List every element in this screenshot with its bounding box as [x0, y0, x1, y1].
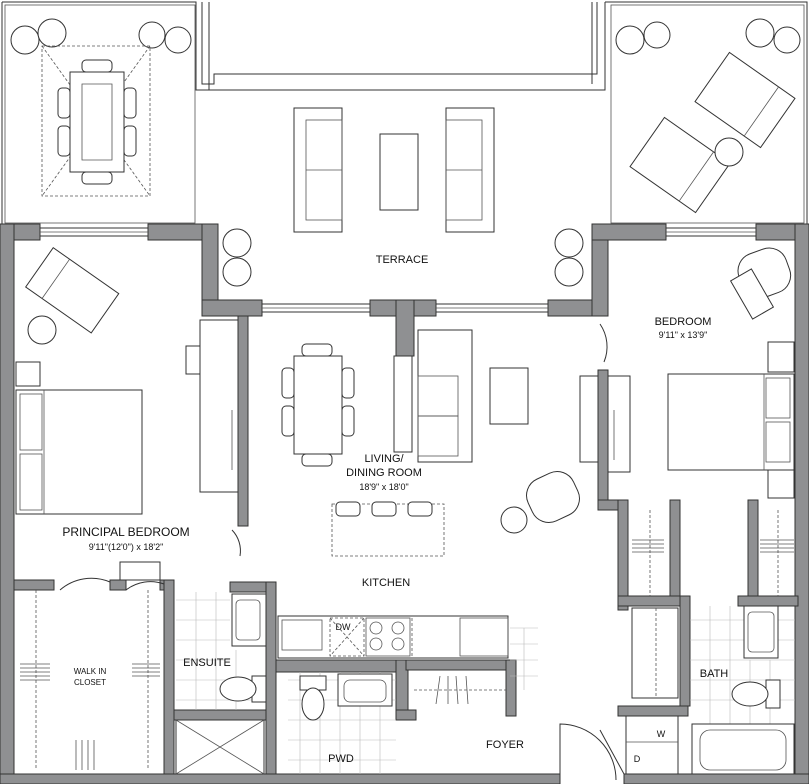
living-label: LIVING/ [364, 453, 404, 465]
washer-label: W [657, 729, 666, 739]
dishwasher-label: DW [336, 622, 351, 632]
bath-label: BATH [700, 668, 729, 680]
dryer-label: D [634, 754, 641, 764]
windows [39, 227, 757, 313]
foyer-closet [414, 675, 625, 781]
principal-bedroom-furniture [15, 247, 239, 581]
living-dining-furniture [281, 329, 580, 557]
ensuite-label: ENSUITE [183, 657, 231, 669]
kitchen-label: KITCHEN [362, 577, 410, 589]
walls [0, 223, 809, 784]
terrace-furniture [10, 18, 801, 287]
dining-label: DINING ROOM [346, 467, 422, 479]
pwd-label: PWD [328, 753, 354, 765]
ensuite-fixtures [175, 592, 267, 775]
bedroom-furniture [579, 247, 795, 499]
living-dims: 18'9" x 18'0" [359, 482, 408, 492]
room-labels: TERRACE LIVING/ DINING ROOM 18'9" x 18'0… [62, 254, 728, 765]
pwd-fixtures [288, 672, 396, 774]
walk-in-closet [20, 590, 160, 770]
bedroom-dims: 9'11" x 13'9" [659, 330, 708, 340]
walkin-label-2: CLOSET [74, 678, 106, 687]
foyer-label: FOYER [486, 739, 524, 751]
principal-bedroom-label: PRINCIPAL BEDROOM [62, 525, 189, 539]
kitchen-counter [277, 615, 538, 690]
terrace-label: TERRACE [376, 254, 429, 266]
door-swings [59, 323, 608, 591]
principal-bedroom-dims: 9'11"(12'0") x 18'2" [89, 542, 164, 552]
bedroom-closets [631, 510, 794, 699]
bedroom-label: BEDROOM [655, 316, 712, 328]
walkin-label-1: WALK IN [74, 667, 107, 676]
terrace-outline [1, 1, 808, 226]
bath-fixtures [625, 605, 795, 775]
